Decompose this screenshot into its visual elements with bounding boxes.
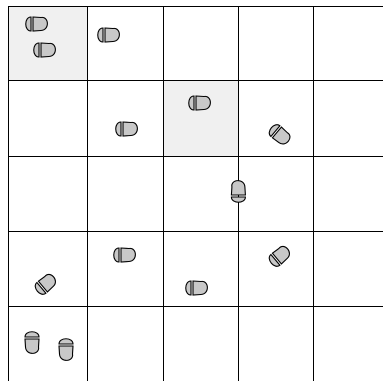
- footprint-icon: [26, 17, 48, 31]
- sole-shape: [41, 43, 55, 57]
- grid-cell-r2-c4[interactable]: [313, 156, 383, 231]
- heel-shape: [25, 332, 39, 337]
- sole-shape: [121, 248, 135, 262]
- heel-shape: [59, 339, 73, 344]
- grid-cell-r0-c4[interactable]: [313, 6, 383, 80]
- grid-cell-r1-c1[interactable]: [87, 80, 163, 156]
- heel-shape: [26, 17, 31, 31]
- footprint-icon: [189, 96, 211, 110]
- footprint-icon: [59, 339, 73, 361]
- heel-shape: [186, 281, 191, 295]
- heel-shape: [114, 248, 119, 262]
- cell-footprints-r2-c3: [231, 181, 245, 203]
- grid-cell-r3-c4[interactable]: [313, 231, 383, 306]
- grid-cell-r4-c2[interactable]: [163, 306, 238, 381]
- grid-cell-r4-c0[interactable]: [8, 306, 87, 381]
- cell-footprints-r3-c1: [114, 248, 136, 262]
- heel-shape: [34, 43, 39, 57]
- grid-cell-r0-c1[interactable]: [87, 6, 163, 80]
- footprint-icon: [231, 181, 245, 203]
- grid-cell-r4-c4[interactable]: [313, 306, 383, 381]
- footprint-icon: [25, 332, 39, 354]
- grid-cell-r2-c3[interactable]: [238, 156, 313, 231]
- grid-cell-r0-c2[interactable]: [163, 6, 238, 80]
- sole-shape: [123, 122, 137, 136]
- footprint-icon: [34, 43, 56, 57]
- grid-cell-r2-c2[interactable]: [163, 156, 238, 231]
- grid-cell-r2-c1[interactable]: [87, 156, 163, 231]
- cell-footprints-r1-c2: [189, 96, 211, 110]
- footprint-icon: [116, 122, 138, 136]
- cell-footprints-r3-c2: [186, 281, 208, 295]
- footprint-icon: [98, 28, 120, 42]
- sole-shape: [105, 28, 119, 42]
- grid-cell-r0-c3[interactable]: [238, 6, 313, 80]
- grid-cell-r1-c4[interactable]: [313, 80, 383, 156]
- grid-cell-r4-c3[interactable]: [238, 306, 313, 381]
- heel-shape: [116, 122, 121, 136]
- heel-shape: [231, 197, 245, 202]
- sole-shape: [59, 346, 73, 360]
- sole-shape: [193, 281, 207, 295]
- grid-cell-r4-c1[interactable]: [87, 306, 163, 381]
- sole-shape: [231, 181, 245, 195]
- heel-shape: [189, 96, 194, 110]
- sole-shape: [196, 96, 210, 110]
- footprint-icon: [114, 248, 136, 262]
- sole-shape: [33, 17, 47, 31]
- grid-cell-r3-c3[interactable]: [238, 231, 313, 306]
- grid-cell-r1-c3[interactable]: [238, 80, 313, 156]
- sole-shape: [25, 339, 39, 353]
- grid-cell-r3-c0[interactable]: [8, 231, 87, 306]
- grid-cell-r3-c1[interactable]: [87, 231, 163, 306]
- footprint-icon: [186, 281, 208, 295]
- cell-footprints-r1-c1: [116, 122, 138, 136]
- cell-footprints-r0-c1: [98, 28, 120, 42]
- heel-shape: [98, 28, 103, 42]
- grid-cell-r1-c0[interactable]: [8, 80, 87, 156]
- grid-cell-r1-c2[interactable]: [163, 80, 238, 156]
- grid-cell-r2-c0[interactable]: [8, 156, 87, 231]
